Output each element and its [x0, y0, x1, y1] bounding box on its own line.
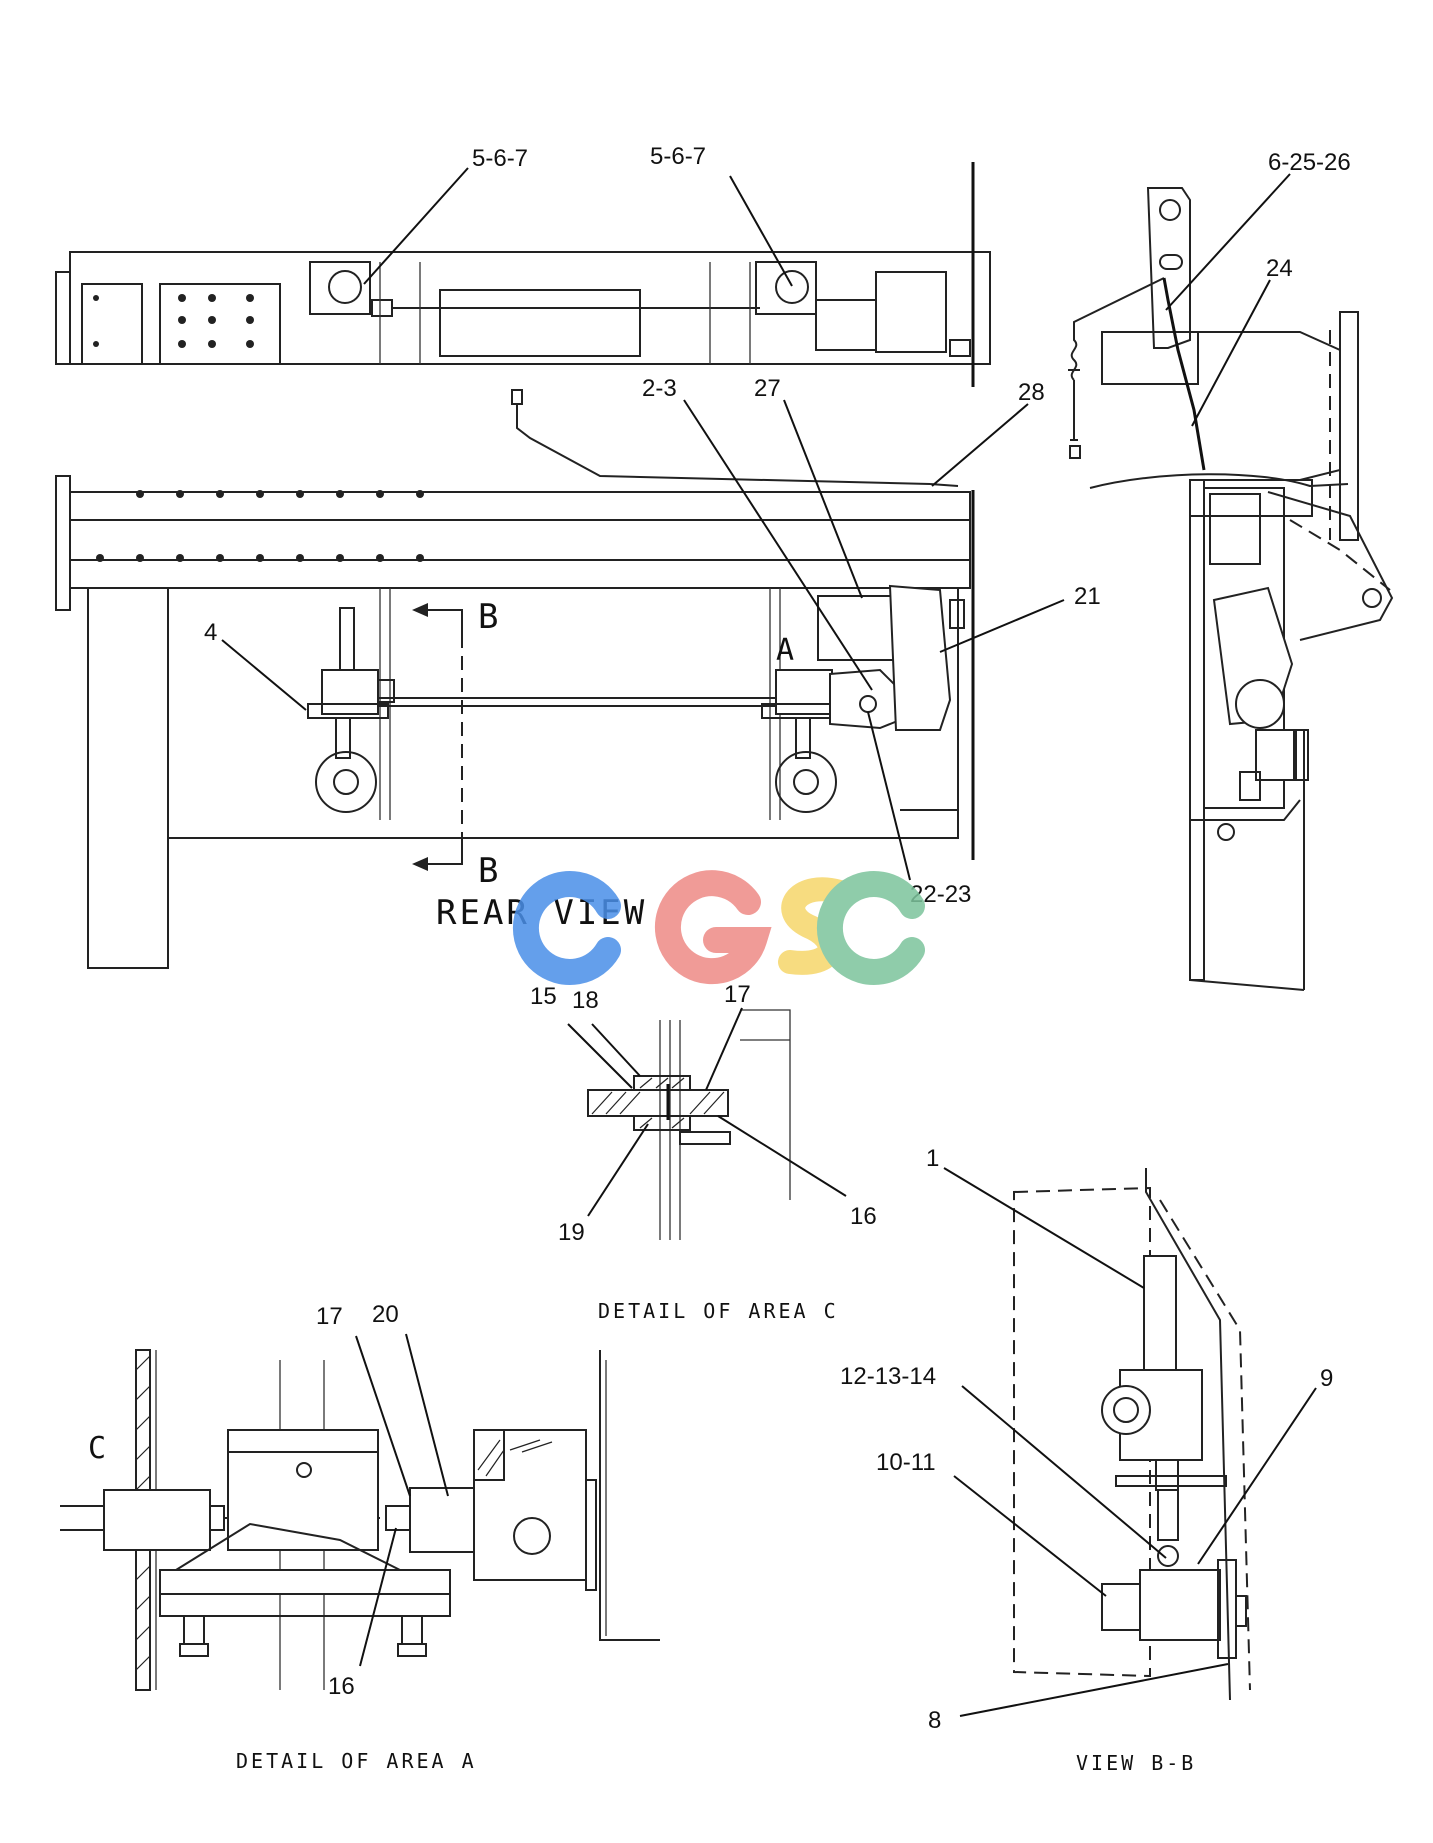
callout-17-detail-c: 17: [724, 981, 751, 1008]
callout-labels: 5-6-7 5-6-7 6-25-26 24 2-3 27 28 21 4 22…: [204, 143, 1351, 1734]
callout-28: 28: [1018, 379, 1045, 406]
callout-4: 4: [204, 619, 217, 646]
callout-24: 24: [1266, 255, 1293, 282]
rear-view: [55, 389, 975, 969]
callout-1: 1: [926, 1145, 939, 1172]
detail-area-c-title: DETAIL OF AREA C: [598, 1299, 839, 1323]
callout-8: 8: [928, 1707, 941, 1734]
callout-16-detail-c: 16: [850, 1203, 877, 1230]
top-plan-view: [55, 162, 991, 387]
hatch-c: [591, 1077, 725, 1129]
detail-area-c: [587, 1009, 791, 1240]
cgsc-watermark: [512, 870, 925, 985]
area-mark-a: A: [776, 633, 794, 668]
view-titles: REAR VIEW DETAIL OF AREA C DETAIL OF ARE…: [236, 893, 1196, 1775]
callout-21: 21: [1074, 583, 1101, 610]
callout-17-detail-a: 17: [316, 1303, 343, 1330]
watermark-c1: [512, 871, 621, 985]
watermark-g: [654, 870, 772, 985]
callout-20: 20: [372, 1301, 399, 1328]
watermark-c2: [816, 871, 925, 985]
callout-5-6-7-left: 5-6-7: [472, 145, 528, 172]
watermark-s: [778, 877, 852, 975]
view-bb-title: VIEW B-B: [1076, 1751, 1196, 1775]
callout-5-6-7-right: 5-6-7: [650, 143, 706, 170]
detail-area-a: [60, 1349, 660, 1691]
callout-6-25-26: 6-25-26: [1268, 149, 1351, 176]
callout-9: 9: [1320, 1365, 1333, 1392]
callout-12-13-14: 12-13-14: [840, 1363, 936, 1390]
side-view: [1068, 187, 1394, 991]
callout-15: 15: [530, 983, 557, 1010]
callout-16-detail-a: 16: [328, 1673, 355, 1700]
hatch-bracket-a: [477, 1439, 553, 1477]
leader-lines: [221, 167, 1317, 1717]
detail-area-a-title: DETAIL OF AREA A: [236, 1749, 477, 1773]
callout-18: 18: [572, 987, 599, 1014]
callout-19: 19: [558, 1219, 585, 1246]
area-mark-c: C: [88, 1431, 106, 1466]
callout-2-3: 2-3: [642, 375, 677, 402]
section-mark-b-top: B: [478, 597, 498, 637]
callout-10-11: 10-11: [876, 1449, 936, 1476]
section-marks: B B A C: [88, 597, 794, 1466]
bolt-row: [96, 490, 424, 562]
callout-27: 27: [754, 375, 781, 402]
view-bb: [1013, 1168, 1251, 1701]
section-mark-b-bottom: B: [478, 851, 498, 891]
